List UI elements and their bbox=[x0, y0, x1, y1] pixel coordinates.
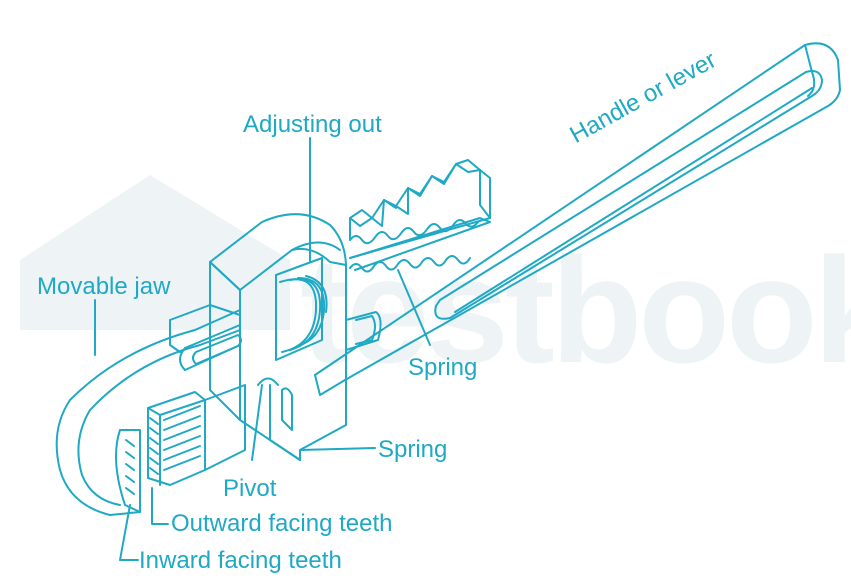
watermark-text: testbook bbox=[300, 226, 851, 394]
leader-spring-upper bbox=[397, 269, 431, 346]
leader-spring-lower bbox=[299, 447, 376, 451]
label-outward-facing-teeth: Outward facing teeth bbox=[171, 510, 393, 537]
label-inward-facing-teeth: Inward facing teeth bbox=[139, 547, 342, 574]
label-spring-upper: Spring bbox=[408, 354, 478, 381]
label-adjusting-out: Adjusting out bbox=[243, 111, 382, 138]
label-pivot: Pivot bbox=[223, 475, 277, 502]
watermark-logo bbox=[20, 175, 290, 330]
leader-outward bbox=[151, 487, 169, 525]
leader-lines bbox=[94, 137, 431, 561]
leader-pivot bbox=[251, 384, 263, 461]
spring-wave bbox=[349, 217, 491, 273]
movable-jaw bbox=[55, 304, 242, 516]
label-spring-lower: Spring bbox=[378, 436, 448, 463]
leader-inward bbox=[119, 504, 139, 561]
jaw-teeth bbox=[115, 384, 246, 513]
handle-lever bbox=[314, 42, 841, 396]
adjusting-rack bbox=[349, 159, 491, 259]
label-movable-jaw: Movable jaw bbox=[37, 273, 171, 300]
